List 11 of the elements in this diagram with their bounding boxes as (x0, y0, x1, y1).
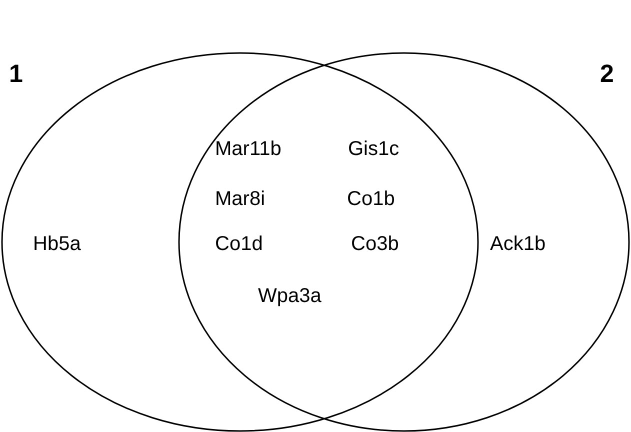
shared-item: Mar11b (215, 138, 282, 161)
shared-item: Gis1c (348, 138, 400, 161)
shared-item: Co3b (351, 233, 399, 256)
shared-item: Co1d (215, 233, 263, 256)
set-item: Ack1b (490, 233, 546, 256)
shared-item: Mar8i (215, 188, 266, 211)
set-number: 1 (9, 60, 23, 89)
shared-item: Co1b (347, 188, 395, 211)
shared-item: Wpa3a (258, 285, 322, 308)
set-number: 2 (600, 60, 614, 89)
set-item: Hb5a (33, 233, 81, 256)
